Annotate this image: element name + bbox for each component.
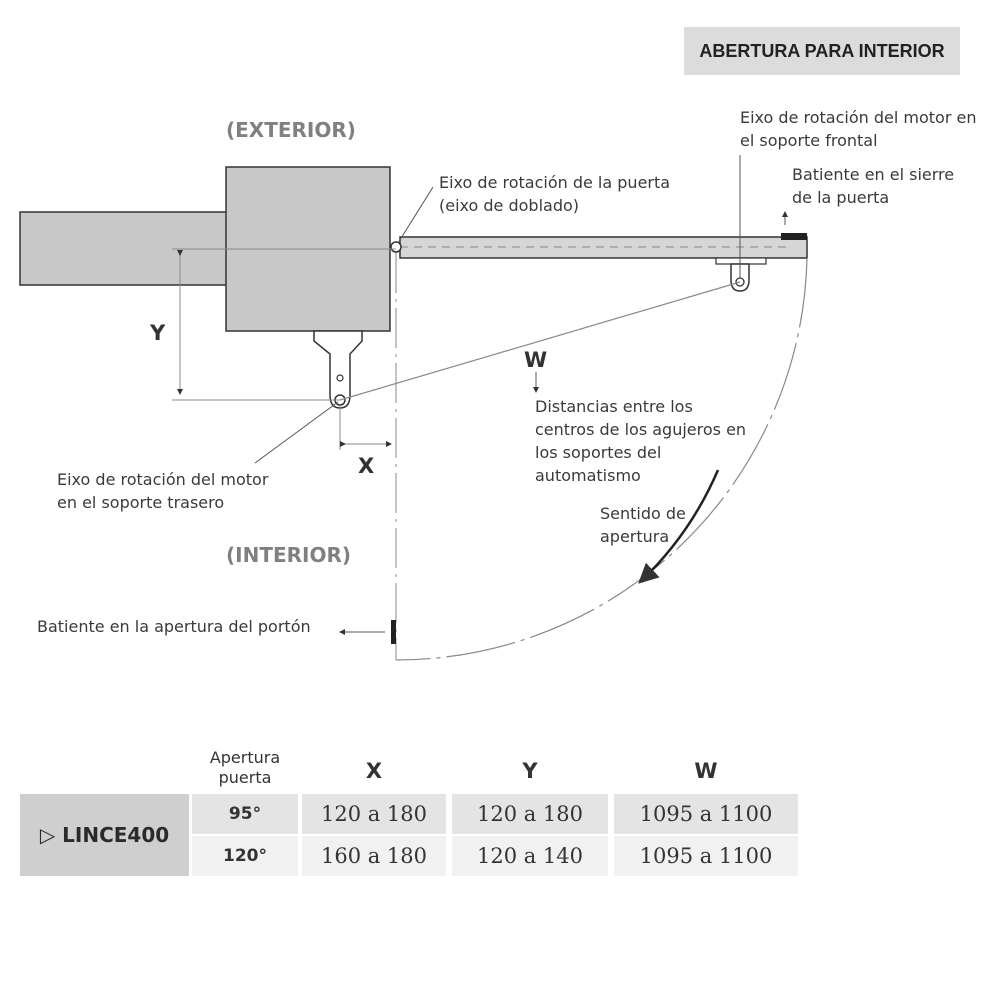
swing-arc	[395, 257, 808, 661]
door-hinge	[390, 241, 402, 253]
close-stop	[781, 233, 807, 240]
row2-x: 160 a 180	[302, 836, 446, 876]
leader-motor-rear	[254, 401, 339, 464]
open-stop-label: Batiente en la apertura del portón	[37, 617, 311, 636]
w-dimension-label: W	[524, 348, 548, 372]
row1-w: 1095 a 1100	[614, 794, 798, 834]
front-bracket-plate	[715, 257, 767, 265]
row1-y: 120 a 180	[452, 794, 608, 834]
row1-angle: 95°	[192, 794, 298, 834]
interior-label: (INTERIOR)	[226, 543, 352, 567]
mode-badge: ABERTURA PARA INTERIOR	[684, 27, 960, 75]
col-header-w: W	[694, 759, 718, 783]
row1-x: 120 a 180	[302, 794, 446, 834]
actuator-line	[339, 281, 741, 401]
col-header-y: Y	[522, 759, 538, 783]
row2-y: 120 a 140	[452, 836, 608, 876]
door-axis-label: Eixo de rotación de la puerta(eixo de do…	[439, 173, 671, 215]
row2-angle: 120°	[192, 836, 298, 876]
exterior-label: (EXTERIOR)	[226, 118, 356, 142]
opening-direction-arrow	[638, 469, 720, 584]
rear-bracket-hole	[336, 374, 344, 382]
open-stop	[391, 620, 396, 644]
col-header-x: X	[365, 759, 383, 783]
model-name: ▷ LINCE400	[20, 794, 189, 876]
y-dimension-label: Y	[150, 321, 166, 345]
row2-w: 1095 a 1100	[614, 836, 798, 876]
leader-door-axis	[397, 186, 434, 244]
x-dimension-label: X	[358, 454, 375, 478]
